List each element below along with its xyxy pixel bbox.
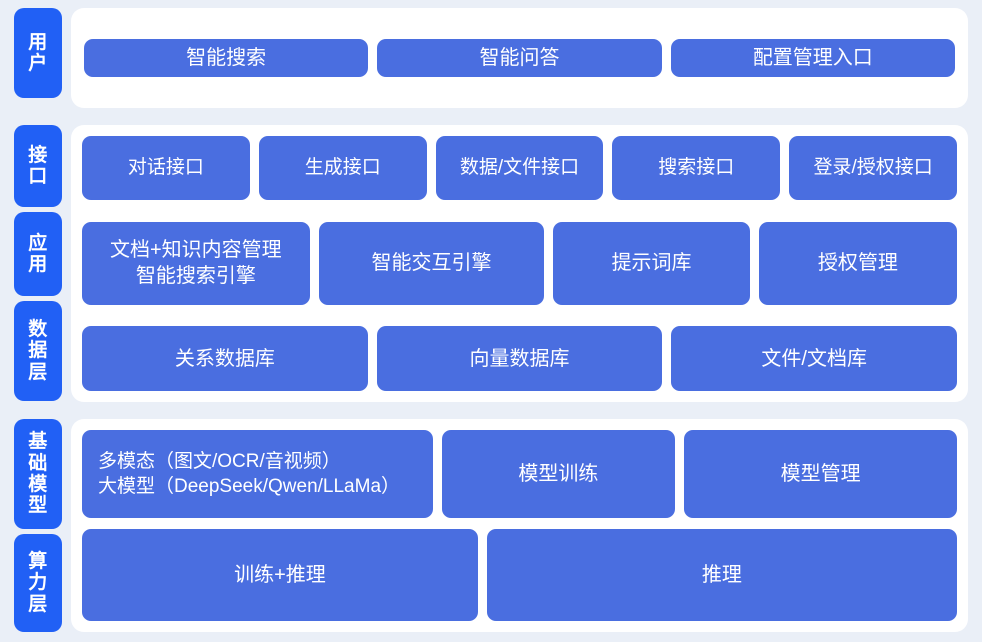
card-authorization-management[interactable]: 授权管理 — [758, 221, 957, 305]
layer-tab-user-label: 用户 — [28, 31, 48, 74]
row-user-entries: 智能搜索 智能问答 配置管理入口 — [84, 39, 955, 77]
layer-tab-user[interactable]: 用户 — [14, 8, 62, 98]
layer-band-middle: 接口 应用 数据层 对话接口 生成接口 数据/文件接口 搜索接口 登录/授权接口… — [14, 125, 968, 402]
card-smart-qa[interactable]: 智能问答 — [377, 39, 662, 77]
card-search-api[interactable]: 搜索接口 — [612, 136, 781, 200]
layer-tab-compute-label: 算力层 — [28, 551, 48, 615]
row-data: 关系数据库 向量数据库 文件/文档库 — [82, 326, 958, 391]
layer-tab-foundation-model-label: 基础模型 — [28, 431, 48, 517]
panel-middle: 对话接口 生成接口 数据/文件接口 搜索接口 登录/授权接口 文档+知识内容管理… — [71, 125, 968, 402]
card-smart-interaction-engine[interactable]: 智能交互引擎 — [318, 221, 545, 305]
card-inference[interactable]: 推理 — [486, 529, 957, 621]
card-prompt-library[interactable]: 提示词库 — [553, 221, 750, 305]
layer-tab-data[interactable]: 数据层 — [14, 301, 62, 401]
card-config-management-entry[interactable]: 配置管理入口 — [670, 39, 955, 77]
card-generation-api[interactable]: 生成接口 — [258, 136, 427, 200]
panel-bottom: 多模态（图文/OCR/音视频） 大模型（DeepSeek/Qwen/LLaMa）… — [71, 419, 968, 632]
tab-column-user: 用户 — [14, 8, 62, 108]
row-interface: 对话接口 生成接口 数据/文件接口 搜索接口 登录/授权接口 — [82, 136, 957, 200]
layer-tab-compute[interactable]: 算力层 — [14, 534, 62, 632]
layer-tab-application[interactable]: 应用 — [14, 212, 62, 296]
card-training-plus-inference[interactable]: 训练+推理 — [82, 529, 478, 621]
card-dialog-api[interactable]: 对话接口 — [82, 136, 250, 200]
card-relational-database[interactable]: 关系数据库 — [82, 326, 368, 391]
card-login-auth-api[interactable]: 登录/授权接口 — [789, 136, 957, 200]
layer-band-user: 用户 智能搜索 智能问答 配置管理入口 — [14, 8, 968, 108]
card-vector-database[interactable]: 向量数据库 — [376, 326, 663, 391]
card-model-management[interactable]: 模型管理 — [684, 430, 957, 518]
card-doc-knowledge-management[interactable]: 文档+知识内容管理 智能搜索引擎 — [82, 221, 310, 305]
layer-tab-data-label: 数据层 — [28, 319, 48, 383]
layer-tab-interface[interactable]: 接口 — [14, 125, 62, 207]
layer-tab-foundation-model[interactable]: 基础模型 — [14, 419, 62, 529]
row-foundation-model: 多模态（图文/OCR/音视频） 大模型（DeepSeek/Qwen/LLaMa）… — [82, 430, 957, 518]
row-application: 文档+知识内容管理 智能搜索引擎 智能交互引擎 提示词库 授权管理 — [82, 221, 957, 305]
card-model-training[interactable]: 模型训练 — [441, 430, 676, 518]
layer-tab-interface-label: 接口 — [28, 144, 48, 187]
layer-tab-application-label: 应用 — [28, 232, 48, 275]
row-compute: 训练+推理 推理 — [82, 529, 957, 621]
card-data-file-api[interactable]: 数据/文件接口 — [435, 136, 604, 200]
panel-user: 智能搜索 智能问答 配置管理入口 — [71, 8, 968, 108]
card-smart-search[interactable]: 智能搜索 — [84, 39, 369, 77]
tab-column-middle: 接口 应用 数据层 — [14, 125, 62, 402]
card-file-document-store[interactable]: 文件/文档库 — [671, 326, 958, 391]
card-multimodal-large-model[interactable]: 多模态（图文/OCR/音视频） 大模型（DeepSeek/Qwen/LLaMa） — [82, 430, 433, 518]
tab-column-bottom: 基础模型 算力层 — [14, 419, 62, 632]
layer-band-bottom: 基础模型 算力层 多模态（图文/OCR/音视频） 大模型（DeepSeek/Qw… — [14, 419, 968, 632]
